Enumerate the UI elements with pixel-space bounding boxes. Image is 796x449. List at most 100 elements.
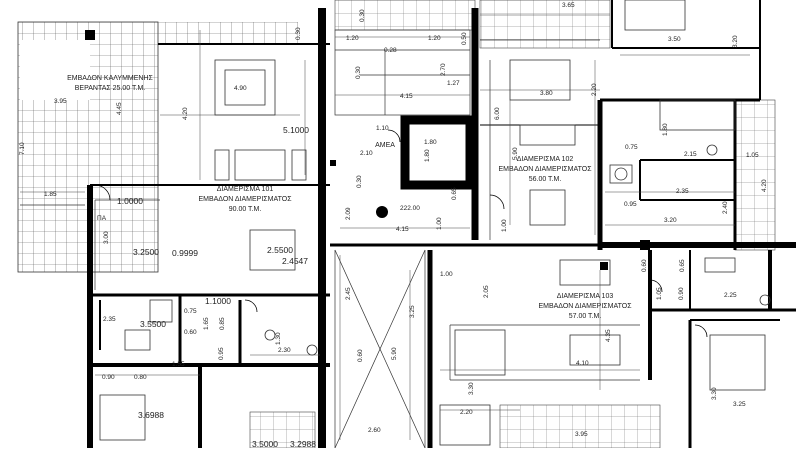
dim-label: 2.09 [345, 207, 352, 220]
dim-label: 2.45 [345, 287, 352, 300]
dimension-lines [20, 14, 750, 440]
dim-label: 0.95 [624, 201, 637, 208]
dim-label: 4.15 [400, 93, 413, 100]
dim-label: 0.75 [184, 308, 197, 315]
dim-label: 2.20 [591, 83, 598, 96]
dim-label: 1.65 [203, 317, 210, 330]
dim-label: 0.60 [641, 259, 648, 272]
dim-label: 3.5500 [140, 319, 166, 329]
veranda-label-line2: ΒΕΡΑΝΤΑΣ 25.00 Τ.Μ. [74, 85, 146, 92]
dim-label: 0.75 [625, 144, 638, 151]
dim-label: 0.60 [184, 329, 197, 336]
dim-label: 5.90 [512, 147, 519, 160]
dim-label: 0.90 [678, 287, 685, 300]
level-label: 222.00 [400, 205, 420, 212]
dim-label: 4.10 [576, 360, 589, 367]
dim-label: 2.35 [103, 316, 116, 323]
dim-label: 0.30 [355, 66, 362, 79]
dim-label: 1.20 [346, 35, 359, 42]
dim-label: 1.10 [376, 125, 389, 132]
dim-label: 0.90 [102, 374, 115, 381]
dim-label: 1.20 [428, 35, 441, 42]
dim-label: 0.30 [356, 175, 363, 188]
veranda-tiling [17, 21, 298, 273]
dim-label: 2.20 [460, 409, 473, 416]
accessible-wc-label: ΑΜΕΑ [375, 142, 395, 149]
dim-label: 2.10 [360, 150, 373, 157]
section-markers [85, 30, 650, 270]
dim-label: 0.30 [295, 27, 302, 40]
dim-label: 1.55 [172, 361, 185, 368]
dim-label: 1.0000 [117, 196, 143, 206]
dim-label: 4.20 [182, 107, 189, 120]
dim-label: 3.20 [664, 217, 677, 224]
dim-label: 4.45 [116, 102, 123, 115]
dim-label: 2.4547 [282, 256, 308, 266]
dim-label: 1.05 [746, 152, 759, 159]
apt102-label-line2: ΕΜΒΑΔΟΝ ΔΙΑΜΕΡΙΣΜΑΤΟΣ [498, 166, 592, 173]
dim-label: 3.65 [562, 2, 575, 9]
dim-label: 1.30 [275, 332, 282, 345]
dim-label: 2.5500 [267, 245, 293, 255]
dim-label: 0.9999 [172, 248, 198, 258]
dim-label: 1.27 [447, 80, 460, 87]
dim-label: 0.95 [218, 347, 225, 360]
dim-label: 3.80 [540, 90, 553, 97]
dim-label: 4.90 [234, 85, 247, 92]
dim-label: 3.95 [54, 98, 67, 105]
dim-label: 0.85 [219, 317, 226, 330]
apt102-label-line1: ΔΙΑΜΕΡΙΣΜΑ 102 [516, 156, 574, 163]
apt101-label-line3: 90.00 Τ.Μ. [228, 206, 262, 213]
dim-label: 3.25 [733, 401, 746, 408]
dim-label: 4.20 [761, 179, 768, 192]
dim-label: 0.60 [357, 349, 364, 362]
dim-label: 2.70 [440, 63, 447, 76]
dim-label: 1.00 [501, 219, 508, 232]
dim-label: 3.2988 [290, 439, 316, 449]
dim-label: 1.05 [656, 287, 663, 300]
dim-label: 5.90 [391, 347, 398, 360]
dim-label: 3.2500 [133, 247, 159, 257]
apt103-label-line3: 57.00 Τ.Μ. [568, 313, 602, 320]
dim-label: 1.85 [44, 191, 57, 198]
dim-label: 0.65 [679, 259, 686, 272]
pa-label: ΠΑ [97, 215, 107, 222]
dim-label: 4.15 [396, 226, 409, 233]
dim-label: 1.00 [440, 271, 453, 278]
dim-label: 3.6988 [138, 410, 164, 420]
dim-label: 1.80 [424, 149, 431, 162]
dim-label: 2.35 [676, 188, 689, 195]
dim-label: 6.00 [494, 107, 501, 120]
dim-label: 0.28 [384, 47, 397, 54]
dim-label: 5.1000 [283, 125, 309, 135]
dim-label: 2.05 [483, 285, 490, 298]
apt103-label-line2: ΕΜΒΑΔΟΝ ΔΙΑΜΕΡΙΣΜΑΤΟΣ [538, 303, 632, 310]
dim-label: 3.20 [732, 35, 739, 48]
dim-label: 7.10 [19, 142, 26, 155]
dim-label: 1.1000 [205, 296, 231, 306]
dim-label: 2.60 [368, 427, 381, 434]
dim-label: 3.00 [103, 231, 110, 244]
dim-label: 1.80 [424, 139, 437, 146]
dim-label: 3.95 [575, 431, 588, 438]
furniture [99, 0, 771, 446]
dim-label: 3.30 [711, 387, 718, 400]
dim-label: 3.30 [468, 382, 475, 395]
dim-label: 0.30 [359, 9, 366, 22]
veranda-label-line1: ΕΜΒΑΔΟΝ ΚΑΛΥΜΜΕΝΗΣ [67, 75, 153, 82]
dim-label: 3.50 [668, 36, 681, 43]
dim-label: 2.30 [278, 347, 291, 354]
apt102-label-line3: 56.00 Τ.Μ. [528, 176, 562, 183]
dim-label: 0.65 [451, 187, 458, 200]
apt103-label-line1: ΔΙΑΜΕΡΙΣΜΑ 103 [556, 293, 614, 300]
dim-label: 1.80 [662, 123, 669, 136]
dim-label: 2.40 [722, 201, 729, 214]
door-arcs [94, 129, 708, 338]
dim-label: 0.80 [134, 374, 147, 381]
dim-label: 1.00 [436, 217, 443, 230]
stair-tiling [249, 0, 776, 448]
dim-label: 3.25 [409, 305, 416, 318]
dim-label: 4.35 [605, 329, 612, 342]
dim-label: 0.50 [461, 32, 468, 45]
